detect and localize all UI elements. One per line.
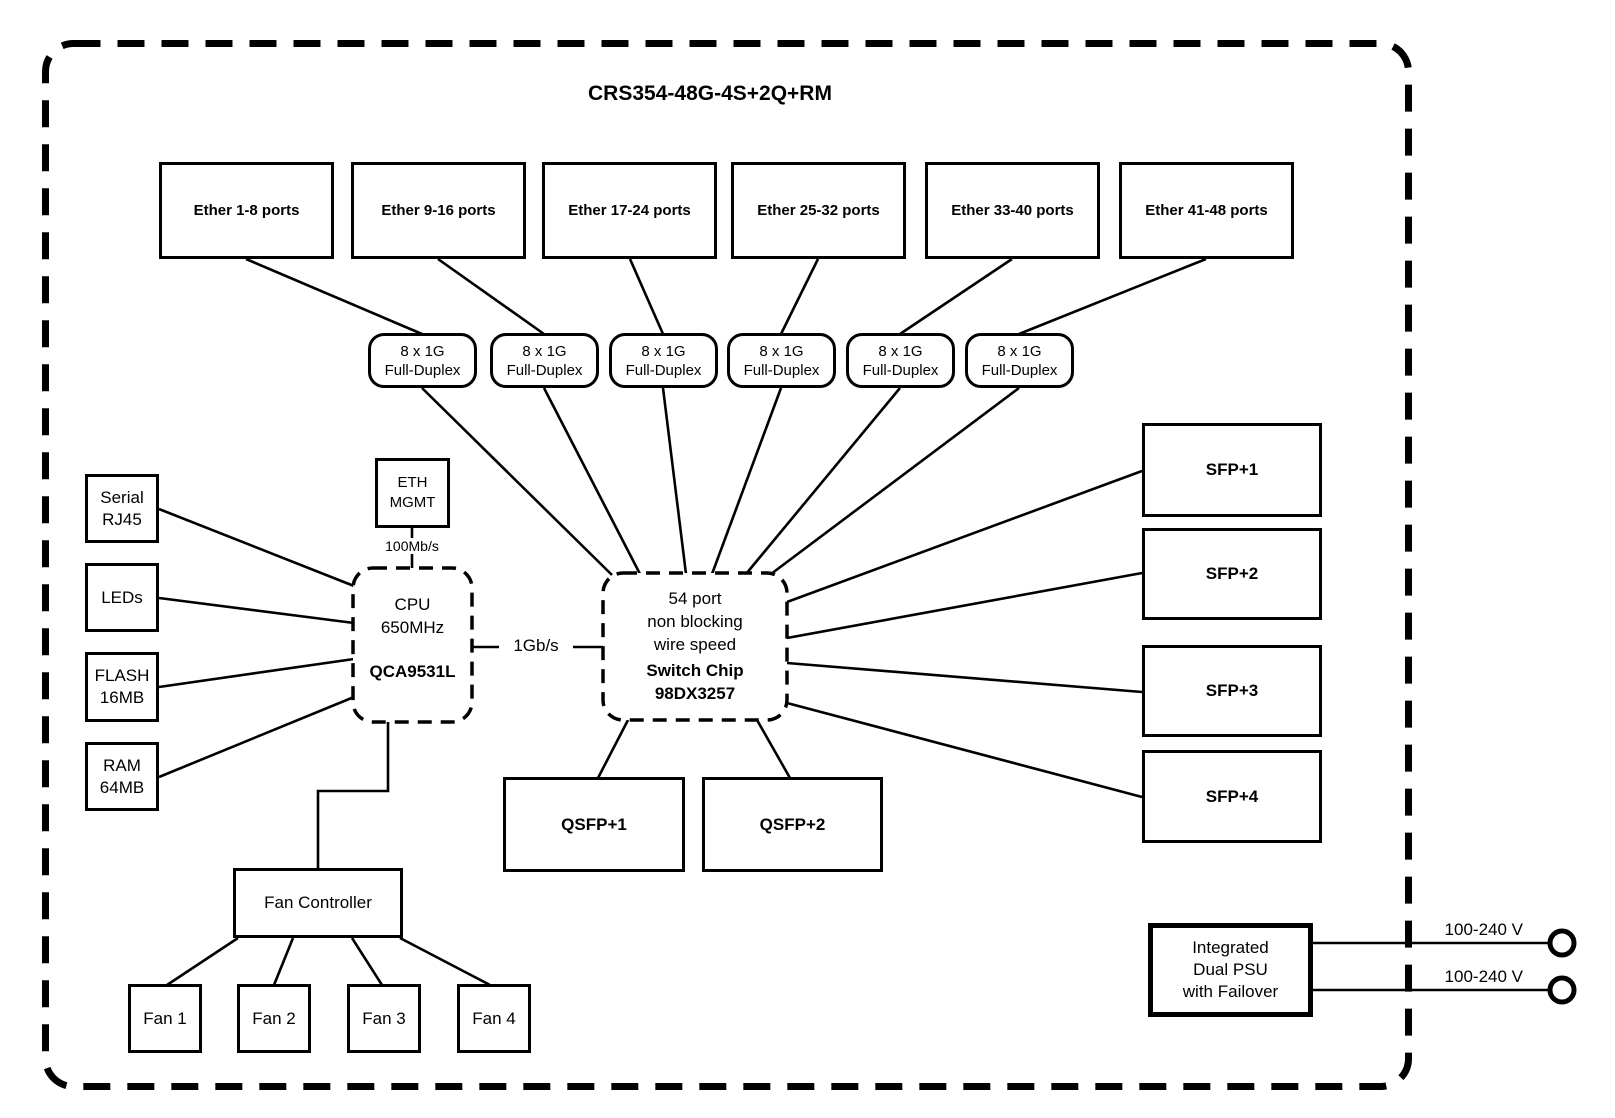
wire-ether3-duplex: [628, 258, 665, 335]
wire-ether6-duplex: [1018, 257, 1207, 336]
ram-box: RAM 64MB: [85, 742, 159, 811]
cpu-title: CPU 650MHz: [380, 595, 445, 637]
serial-rj45-box: Serial RJ45: [85, 474, 159, 543]
wire-duplex2-switch: [542, 387, 642, 575]
duplex-link-3: 8 x 1G Full-Duplex: [609, 333, 718, 388]
duplex-link-1: 8 x 1G Full-Duplex: [368, 333, 477, 388]
fan-controller-box: Fan Controller: [233, 868, 403, 938]
eth-mgmt-speed-label: 100Mb/s: [370, 538, 454, 554]
ether-group-17-24: Ether 17-24 ports: [542, 162, 717, 259]
qsfp-port-2: QSFP+2: [702, 777, 883, 872]
wire-ether4-duplex: [779, 258, 820, 335]
chassis-boundary: [42, 40, 1412, 1090]
wire-duplex3-switch: [661, 387, 688, 575]
wire-switch-sfp3: [786, 661, 1143, 694]
wire-flash-cpu: [158, 657, 355, 689]
switch-chip-outline: [601, 571, 789, 722]
wire-ether1-duplex: [245, 257, 423, 336]
qsfp-port-1: QSFP+1: [503, 777, 685, 872]
duplex-link-6: 8 x 1G Full-Duplex: [965, 333, 1074, 388]
cpu-outline: [351, 566, 474, 724]
diagram-title: CRS354-48G-4S+2Q+RM: [588, 82, 832, 105]
connector-lines: [158, 257, 1549, 992]
wire-leds-cpu: [158, 596, 355, 625]
cpu-switch-speed-label: 1Gb/s: [499, 636, 573, 656]
wire-fc-fan3: [350, 937, 384, 986]
fan-3-box: Fan 3: [347, 984, 421, 1053]
wire-ether2-duplex: [437, 257, 545, 336]
wire-duplex5-switch: [744, 387, 902, 575]
wire-switch-qsfp2: [755, 719, 792, 779]
wire-cpu-fancontroller: [316, 722, 390, 868]
ether-group-25-32: Ether 25-32 ports: [731, 162, 906, 259]
eth-mgmt-box: ETH MGMT: [375, 458, 450, 528]
cpu-box: CPU 650MHz QCA9531L: [356, 571, 469, 719]
wire-fc-fan4: [399, 936, 491, 987]
cpu-model: QCA9531L: [369, 662, 456, 681]
switch-chip-model: Switch Chip 98DX3257: [646, 661, 744, 703]
switch-chip-description: 54 port non blocking wire speed: [647, 589, 743, 654]
switch-chip-box: 54 port non blocking wire speed Switch C…: [607, 577, 783, 716]
psu-box: Integrated Dual PSU with Failover: [1148, 923, 1313, 1017]
wire-switch-sfp4: [786, 701, 1143, 799]
power-inlet-2-icon: [1547, 975, 1577, 1005]
duplex-link-4: 8 x 1G Full-Duplex: [727, 333, 836, 388]
power-inlet-1-icon: [1547, 928, 1577, 958]
wire-fc-fan1: [166, 936, 239, 987]
fan-1-box: Fan 1: [128, 984, 202, 1053]
wire-duplex6-switch: [770, 386, 1020, 576]
power-input-label-1: 100-240 V: [1444, 920, 1523, 939]
sfp-port-1: SFP+1: [1142, 423, 1322, 517]
fan-4-box: Fan 4: [457, 984, 531, 1053]
ether-group-9-16: Ether 9-16 ports: [351, 162, 526, 259]
sfp-port-3: SFP+3: [1142, 645, 1322, 737]
flash-box: FLASH 16MB: [85, 652, 159, 722]
fan-2-box: Fan 2: [237, 984, 311, 1053]
wire-fc-fan2: [272, 937, 295, 986]
sfp-port-4: SFP+4: [1142, 750, 1322, 843]
ether-group-33-40: Ether 33-40 ports: [925, 162, 1100, 259]
sfp-port-2: SFP+2: [1142, 528, 1322, 620]
ether-group-41-48: Ether 41-48 ports: [1119, 162, 1294, 259]
wire-switch-sfp2: [786, 571, 1143, 640]
power-input-label-2: 100-240 V: [1444, 967, 1523, 986]
wire-switch-sfp1: [786, 469, 1143, 604]
wire-switch-qsfp1: [596, 719, 630, 779]
wire-duplex4-switch: [710, 387, 783, 575]
ether-group-1-8: Ether 1-8 ports: [159, 162, 334, 259]
wire-ether5-duplex: [899, 257, 1013, 336]
leds-box: LEDs: [85, 563, 159, 632]
duplex-link-5: 8 x 1G Full-Duplex: [846, 333, 955, 388]
wire-ram-cpu: [158, 695, 355, 779]
duplex-link-2: 8 x 1G Full-Duplex: [490, 333, 599, 388]
wire-duplex1-switch: [421, 387, 613, 576]
wire-serial-cpu: [158, 507, 355, 588]
